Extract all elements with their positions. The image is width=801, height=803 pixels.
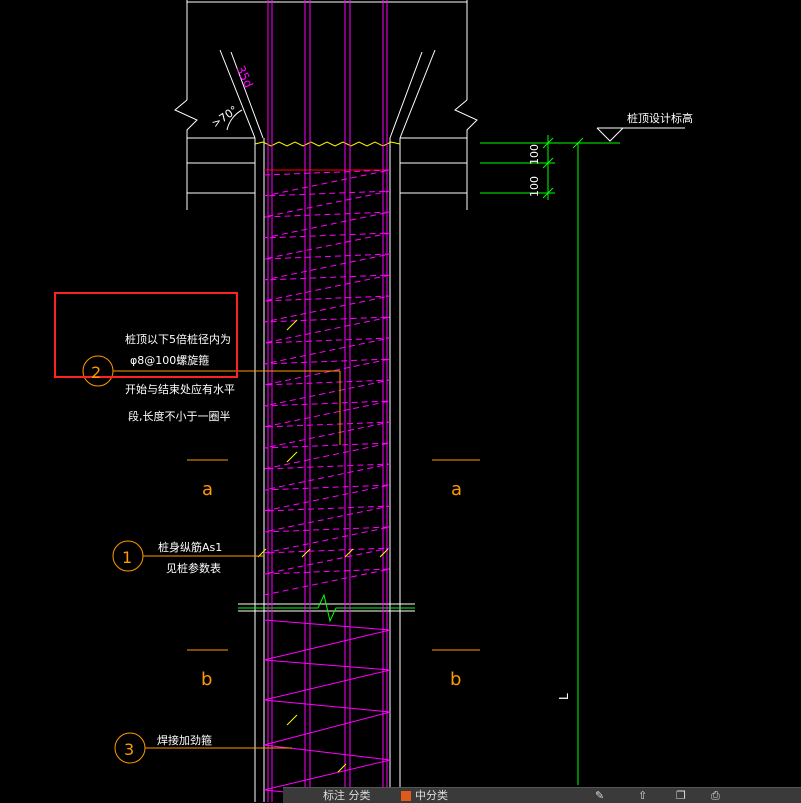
- rebar-ticks: [257, 319, 389, 773]
- status-item-middle[interactable]: 中分类: [401, 789, 448, 802]
- note2-line4: 段,长度不小于一圈半: [128, 409, 231, 423]
- callout-2-label: 2: [91, 363, 101, 382]
- dim-100-upper: 100: [528, 144, 541, 165]
- dim-100-lower: 100: [528, 176, 541, 197]
- angle-70-label: >70°: [209, 103, 240, 130]
- pile-top-elevation-label: 桩顶设计标高: [627, 111, 693, 125]
- angle-35d-label: 35d: [233, 63, 255, 90]
- section-a-right: a: [451, 479, 462, 500]
- callouts: [82, 355, 341, 764]
- arrow-icon[interactable]: ⇧: [638, 789, 648, 802]
- callout-3-label: 3: [124, 740, 134, 759]
- longitudinal-rebar: [267, 0, 388, 802]
- dimension-lines: [480, 135, 620, 785]
- section-a-left: a: [202, 479, 213, 500]
- callout-1-label: 1: [122, 548, 132, 567]
- note3-label: 焊接加劲箍: [157, 733, 212, 747]
- note1-line2: 见桩参数表: [166, 561, 221, 575]
- status-bar: 标注 分类 中分类 ✎ ⇧ ❐ ⎙: [283, 787, 801, 803]
- pen-icon[interactable]: ✎: [595, 789, 605, 802]
- print-icon[interactable]: ⎙: [711, 789, 720, 802]
- length-l-label: L: [557, 693, 571, 700]
- note2-line3: 开始与结束处应有水平: [125, 382, 235, 396]
- status-item-left[interactable]: 标注 分类: [323, 789, 371, 802]
- elevation-marker: [596, 127, 685, 142]
- note2-line1: 桩顶以下5倍桩径内为: [125, 332, 231, 346]
- layers-icon[interactable]: ❐: [676, 789, 686, 802]
- highlight-box: [54, 292, 238, 378]
- section-lines: [187, 459, 480, 651]
- pile-top-line: [254, 141, 401, 147]
- status-item-middle-label: 中分类: [415, 789, 448, 802]
- pile-cap-outline: [174, 0, 478, 802]
- spiral-hoop-upper: [263, 169, 391, 596]
- note2-line2: φ8@100螺旋箍: [130, 353, 209, 367]
- section-b-left: b: [201, 669, 212, 690]
- section-b-right: b: [450, 669, 461, 690]
- spiral-hoop-lower: [263, 619, 391, 802]
- note1-line1: 桩身纵筋As1: [158, 540, 222, 554]
- layer-color-swatch: [401, 791, 411, 801]
